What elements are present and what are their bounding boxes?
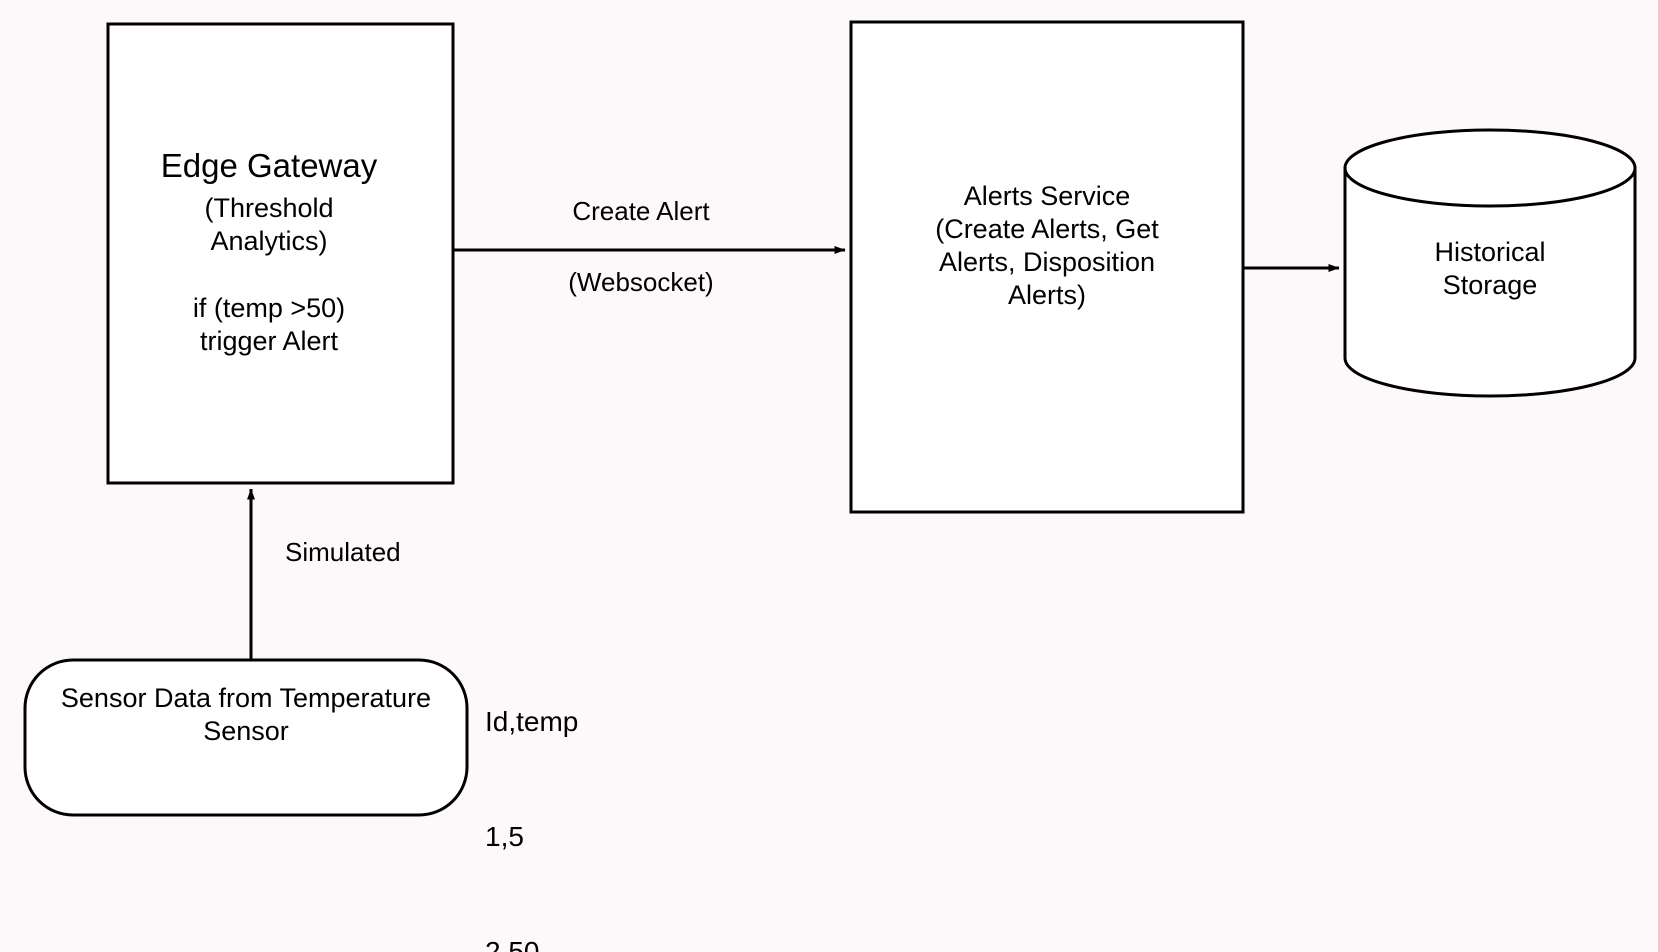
edge-label-websocket: (Websocket)	[568, 267, 714, 297]
edge-gateway-box[interactable]	[106, 22, 455, 485]
historical-storage-label: Historical Storage	[1434, 237, 1546, 300]
csv-header: Id,temp	[485, 705, 579, 737]
alerts-service-box[interactable]	[849, 20, 1245, 514]
csv-row: 2,50	[485, 935, 540, 952]
edge-gateway-rule-text: if (temp >50) trigger Alert	[192, 293, 346, 356]
edge-label-simulated: Simulated	[285, 537, 401, 567]
edge-gateway-title: Edge Gateway	[160, 147, 378, 184]
csv-sample-block: Id,temp 1,5 2,50 3,400 4,20 5,50 6,70	[485, 626, 578, 952]
sensor-source-label: Sensor Data from Temperature Sensor	[60, 683, 432, 746]
edge-gateway-subtitle: (Threshold Analytics)	[204, 193, 334, 256]
csv-row: 1,5	[485, 820, 524, 852]
edge-label-create-alert: Create Alert	[572, 196, 710, 226]
historical-storage-cylinder[interactable]	[1343, 128, 1637, 398]
alerts-service-label: Alerts Service (Create Alerts, Get Alert…	[935, 181, 1159, 310]
sensor-source-box[interactable]	[23, 658, 469, 817]
